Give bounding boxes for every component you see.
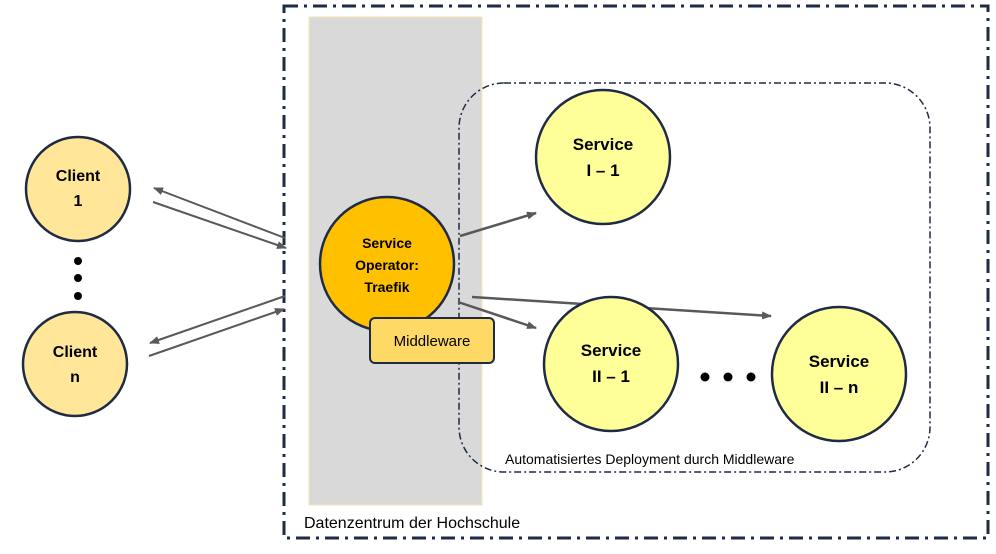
operator-line-1: Service	[362, 235, 412, 251]
arrow-client-1-to-gateway	[152, 201, 287, 249]
client-n-index: n	[70, 369, 80, 386]
service-i-1-label: Service	[573, 135, 634, 154]
service-ii-1-index: II – 1	[592, 367, 630, 386]
service-node-ii-1: Service II – 1	[542, 295, 680, 433]
client-1-label: Client	[56, 168, 101, 185]
datacenter-caption: Datenzentrum der Hochschule	[304, 515, 520, 532]
service-ii-n-index: II – n	[820, 378, 859, 397]
service-node-i-1: Service I – 1	[534, 88, 672, 226]
client-n-label: Client	[53, 344, 98, 361]
service-node-ii-n: Service II – n	[770, 305, 908, 443]
ellipsis-dot	[74, 292, 82, 300]
middleware-label: Middleware	[394, 333, 471, 350]
service-i-1-index: I – 1	[586, 161, 619, 180]
client-node-1: Client 1	[24, 135, 132, 243]
service-ii-n-label: Service	[809, 352, 870, 371]
deployment-caption: Automatisiertes Deployment durch Middlew…	[505, 451, 795, 467]
arrow-gateway-to-client-n	[149, 295, 286, 344]
arrow-operator-to-service-ii-1	[457, 300, 537, 330]
ellipsis-dot	[723, 372, 733, 382]
ellipsis-dot	[700, 372, 710, 382]
middleware-box: Middleware	[369, 317, 495, 364]
ellipsis-dot	[74, 257, 82, 265]
arrow-client-n-to-gateway	[148, 308, 285, 357]
ellipsis-dot	[746, 372, 756, 382]
deployment-region	[458, 82, 931, 473]
datacenter-frame	[282, 4, 990, 540]
operator-line-2: Operator:	[355, 257, 419, 273]
arrow-operator-to-service-i-1	[459, 211, 537, 238]
client-node-n: Client n	[21, 310, 129, 418]
ellipsis-dot	[74, 274, 82, 282]
operator-line-3: Traefik	[364, 279, 409, 295]
arrow-gateway-to-client-1	[153, 187, 286, 239]
service-ii-1-label: Service	[581, 341, 642, 360]
service-operator-node: Service Operator: Traefik	[318, 195, 456, 333]
client-1-index: 1	[74, 193, 83, 210]
